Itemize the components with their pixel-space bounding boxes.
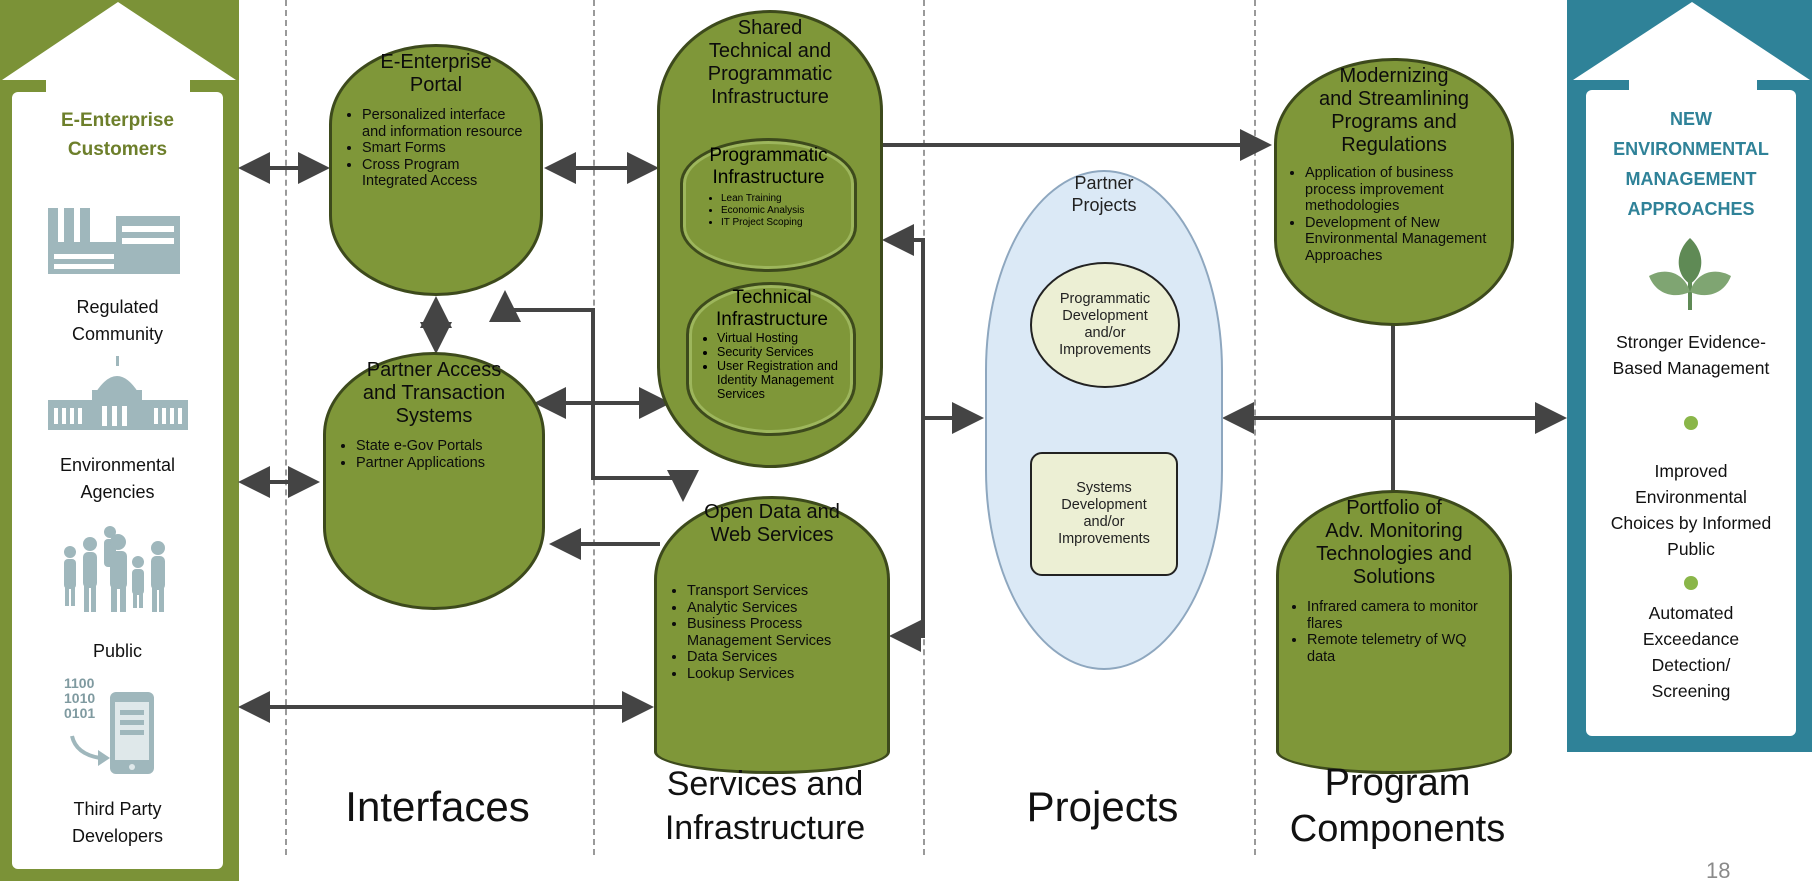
list-item: Security Services xyxy=(717,345,849,359)
technical-title: Technical Infrastructure xyxy=(716,287,828,330)
list-item: Lean Training xyxy=(721,193,846,205)
public-label: Public xyxy=(92,641,143,661)
list-item: Cross Program Integrated Access xyxy=(362,157,526,190)
modernizing-list: Application of business process improvem… xyxy=(1289,165,1499,264)
modernizing-title: Modernizing and Streamlining Programs an… xyxy=(1318,65,1470,156)
programmatic-list: Lean Training Economic Analysis IT Proje… xyxy=(691,193,846,229)
list-item: Development of New Environmental Managem… xyxy=(1305,215,1499,265)
list-item: Remote telemetry of WQ data xyxy=(1307,632,1497,665)
up-arrow-icon xyxy=(1573,2,1810,90)
outcomes-card xyxy=(1586,90,1796,736)
list-item: Virtual Hosting xyxy=(717,331,849,345)
programmatic-development-node: Programmatic Development and/or Improvem… xyxy=(1030,262,1180,388)
capitol-building-icon xyxy=(48,356,188,430)
technical-list: Virtual Hosting Security Services User R… xyxy=(695,331,849,401)
partner-access-list: State e-Gov Portals Partner Applications xyxy=(340,438,528,471)
list-item: Analytic Services xyxy=(687,600,873,617)
portfolio-title: Portfolio of Adv. Monitoring Technologie… xyxy=(1316,497,1472,588)
bullet-dot xyxy=(1684,416,1698,430)
partner-access-title: Partner Access and Transaction Systems xyxy=(362,359,506,427)
programmatic-infrastructure-node: Programmatic Infrastructure Lean Trainin… xyxy=(680,138,857,272)
list-item: Transport Services xyxy=(687,583,873,600)
partner-access-node: Partner Access and Transaction Systems S… xyxy=(323,352,545,610)
people-icon xyxy=(64,526,165,612)
partner-projects-node xyxy=(985,170,1223,670)
systems-development-node: Systems Development and/or Improvements xyxy=(1030,452,1178,576)
modernizing-programs-node: Modernizing and Streamlining Programs an… xyxy=(1274,58,1514,326)
environmental-agencies-label: Environmental Agencies xyxy=(59,455,176,502)
outcomes-panel xyxy=(1567,0,1812,752)
outcome-informed-public: Improved Environmental Choices by Inform… xyxy=(1610,461,1772,559)
technical-infrastructure-node: Technical Infrastructure Virtual Hosting… xyxy=(686,282,856,436)
portal-list: Personalized interface and information r… xyxy=(346,107,526,190)
program-components-column-label: Program Components xyxy=(1289,762,1506,850)
partner-projects-title: Partner Projects xyxy=(1071,173,1137,215)
portal-title: E-Enterprise Portal xyxy=(380,51,492,96)
open-data-list: Transport Services Analytic Services Bus… xyxy=(671,583,873,682)
column-divider xyxy=(285,0,287,855)
factory-icon xyxy=(48,208,180,274)
page-number: 18 xyxy=(1706,858,1731,883)
portfolio-list: Infrared camera to monitor flares Remote… xyxy=(1291,599,1497,665)
shared-title: Shared Technical and Programmatic Infras… xyxy=(707,17,833,108)
list-item: Business Process Management Services xyxy=(687,616,873,649)
list-item: Partner Applications xyxy=(356,455,528,472)
open-data-title: Open Data and Web Services xyxy=(704,501,840,546)
list-item: Lookup Services xyxy=(687,666,873,683)
new-approaches-title: NEW ENVIRONMENTAL MANAGEMENT APPROACHES xyxy=(1613,109,1769,219)
outcome-automated-exceedance: Automated Exceedance Detection/ Screenin… xyxy=(1642,603,1740,701)
list-item: State e-Gov Portals xyxy=(356,438,528,455)
binary-code-icon: 1100 1010 0101 xyxy=(64,675,96,721)
open-data-node: Open Data and Web Services Transport Ser… xyxy=(654,496,890,774)
list-item: Infrared camera to monitor flares xyxy=(1307,599,1497,632)
regulated-community-label: Regulated Community xyxy=(71,297,164,344)
third-party-developers-label: Third Party Developers xyxy=(71,799,164,846)
outcome-stronger-evidence: Stronger Evidence- Based Management xyxy=(1612,332,1770,378)
list-item: IT Project Scoping xyxy=(721,217,846,229)
list-item: Economic Analysis xyxy=(721,205,846,217)
list-item: Smart Forms xyxy=(362,140,526,157)
programmatic-title: Programmatic Infrastructure xyxy=(709,145,828,188)
list-item: Application of business process improvem… xyxy=(1305,165,1499,215)
services-column-label: Services and Infrastructure xyxy=(664,765,866,847)
e-enterprise-portal-node: E-Enterprise Portal Personalized interfa… xyxy=(329,44,543,296)
list-item: Personalized interface and information r… xyxy=(362,107,526,140)
smartphone-icon xyxy=(70,692,154,774)
list-item: User Registration and Identity Managemen… xyxy=(717,359,849,401)
list-item: Data Services xyxy=(687,649,873,666)
interfaces-column-label: Interfaces xyxy=(345,783,530,830)
projects-column-label: Projects xyxy=(1026,783,1179,830)
leaf-icon xyxy=(1649,238,1731,310)
customers-title: E-Enterprise Customers xyxy=(61,110,174,160)
bullet-dot xyxy=(1684,576,1698,590)
up-arrow-icon xyxy=(2,2,236,92)
portfolio-monitoring-node: Portfolio of Adv. Monitoring Technologie… xyxy=(1276,490,1512,774)
